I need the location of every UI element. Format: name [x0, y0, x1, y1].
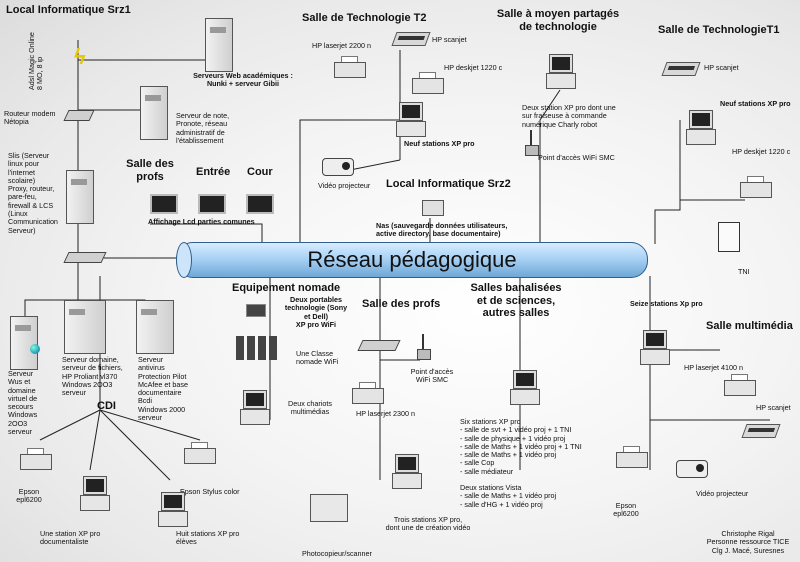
t2-deskjet-label: HP deskjet 1220 c	[444, 63, 503, 72]
t1-scanjet-label: HP scanjet	[704, 63, 739, 72]
backbone-pipe: Réseau pédagogique	[176, 242, 648, 278]
profs-workstation	[392, 454, 422, 489]
zone-entree-title: Entrée	[196, 166, 231, 178]
zone-nomade-title: Equipement nomade	[232, 282, 341, 294]
nas-device	[422, 200, 444, 216]
zone-srz2-title: Local Informatique Srz2	[386, 178, 511, 190]
slis-server	[66, 170, 94, 224]
mm-laserjet	[724, 374, 756, 396]
web-server	[205, 18, 233, 72]
web-server-label: Serveurs Web académiques : Nunki + serve…	[193, 71, 293, 89]
antivirus-server	[136, 300, 174, 354]
router-label: Routeur modem Nétopia	[4, 109, 56, 127]
adsl-label: Adsl Magic Online 8 MO, 8 ip	[27, 32, 45, 90]
mm-epson-label: Epson epl6200	[613, 501, 639, 519]
t2-scanjet-label: HP scanjet	[432, 35, 467, 44]
t2-laserjet	[334, 56, 366, 78]
banalisees-workstation	[510, 370, 540, 405]
banalisees-six-label: Six stations XP pro - salle de svt + 1 v…	[460, 417, 582, 476]
lightning-icon: ϟ	[74, 44, 86, 69]
mm-laserjet-label: HP laserjet 4100 n	[684, 363, 744, 372]
profs-wifi-ap	[417, 334, 431, 360]
mm-scanjet	[741, 424, 781, 438]
mm-stations-label: Seize stations Xp pro	[630, 299, 703, 308]
nomade-class-label: Une Classe nomade WiFi	[296, 349, 339, 367]
backbone-label: Réseau pédagogique	[307, 247, 517, 272]
lcd-label: Affichage Lcd parties comunes	[148, 217, 255, 226]
t2-laserjet-label: HP laserjet 2200 n	[312, 41, 372, 50]
antivirus-server-label: Serveur antivirus Protection Pilot McAfe…	[138, 355, 188, 422]
cdi-doc-label: Une station XP pro documentaliste	[40, 529, 101, 547]
nomade-cart-label: Deux chariots multimédias	[288, 399, 332, 417]
profs-wifi-label: Point d'accès WiFi SMC	[410, 367, 454, 385]
t2-workstation	[396, 102, 426, 137]
lcd-profs	[150, 194, 178, 214]
photocopier-label: Photocopieur/scanner	[302, 549, 372, 558]
profs-switch	[357, 340, 401, 351]
t1-scanjet	[661, 62, 701, 76]
zone-t2-title: Salle de Technologie T2	[302, 12, 427, 24]
slis-label: Slis (Serveur linux pour l'internet scol…	[8, 151, 58, 235]
srz1-switch	[63, 252, 107, 263]
lcd-entree	[198, 194, 226, 214]
router-modem	[63, 110, 95, 121]
cdi-students-label: Huit stations XP pro élèves	[176, 529, 240, 547]
t2-scanjet	[391, 32, 431, 46]
t1-deskjet	[740, 176, 772, 198]
profs-laserjet	[352, 382, 384, 404]
t1-workstation	[686, 110, 716, 145]
zone-t1-title: Salle de TechnologieT1	[658, 24, 780, 36]
nas-label: Nas (sauvegarde données utilisateurs, ac…	[376, 221, 508, 239]
domain-server	[64, 300, 106, 354]
lcd-cour	[246, 194, 274, 214]
cdi-doc-workstation	[80, 476, 110, 511]
nomade-class-laptops	[236, 336, 278, 360]
banalisees-vista-label: Deux stations Vista - salle de Maths + 1…	[460, 483, 557, 509]
moyen-workstation	[546, 54, 576, 89]
note-server	[140, 86, 168, 140]
cdi-stylus-label: Epson Stylus color	[180, 487, 240, 496]
t1-stations-label: Neuf stations XP pro	[720, 99, 791, 108]
moyen-wifi-label: Point d'accès WiFi SMC	[538, 153, 615, 162]
nomade-cart	[240, 390, 270, 425]
zone-profs-title: Salle des profs	[362, 298, 441, 310]
zone-moyen-title: Salle à moyen partagés de technologie	[496, 8, 620, 33]
zone-banalisees-title: Salles banalisées et de sciences, autres…	[470, 282, 562, 320]
t1-tni-label: TNI	[738, 267, 750, 276]
zone-multimedia-title: Salle multimédia	[706, 320, 793, 332]
nomade-portables-label: Deux portables technologie (Sony et Dell…	[284, 295, 348, 329]
t2-projector-label: Vidéo projecteur	[318, 181, 371, 190]
t2-deskjet	[412, 72, 444, 94]
cdi-students-workstation	[158, 492, 188, 527]
wus-server-label: Serveur Wus et domaine virtuel de secour…	[8, 369, 38, 436]
t2-projector	[322, 158, 354, 176]
mm-epson	[616, 446, 648, 468]
cdi-epson	[20, 448, 52, 470]
t2-stations-label: Neuf stations XP pro	[404, 139, 475, 148]
nomade-laptop	[246, 304, 266, 317]
profs-stations-label: Trois stations XP pro, dont une de créat…	[385, 515, 471, 533]
profs-laserjet-label: HP laserjet 2300 n	[356, 409, 416, 418]
photocopier	[310, 494, 348, 522]
t1-tni	[718, 222, 740, 252]
mm-scanjet-label: HP scanjet	[756, 403, 791, 412]
cdi-stylus	[184, 442, 216, 464]
t1-deskjet-label: HP deskjet 1220 c	[732, 147, 791, 156]
note-server-label: Serveur de note, Pronote, réseau adminis…	[176, 111, 230, 145]
cdi-epson-label: Epson epl6200	[16, 487, 42, 505]
mm-workstation	[640, 330, 670, 365]
moyen-wifi-ap	[525, 130, 539, 156]
zone-srz1-title: Local Informatique Srz1	[6, 4, 131, 16]
mm-projector-label: Vidéo projecteur	[696, 489, 749, 498]
wus-server	[10, 316, 38, 370]
globe-icon	[30, 344, 40, 354]
domain-server-label: Serveur domaine, serveur de fichiers, HP…	[62, 355, 123, 398]
zone-cdi-title: CDI	[97, 400, 116, 412]
zone-cour-title: Cour	[247, 166, 273, 178]
credit-label: Christophe Rigal Personne ressource TICE…	[706, 529, 790, 555]
zone-profs-top-title: Salle des profs	[126, 158, 174, 183]
moyen-stations-label: Deux station XP pro dont une sur fraiseu…	[522, 103, 616, 129]
mm-projector	[676, 460, 708, 478]
